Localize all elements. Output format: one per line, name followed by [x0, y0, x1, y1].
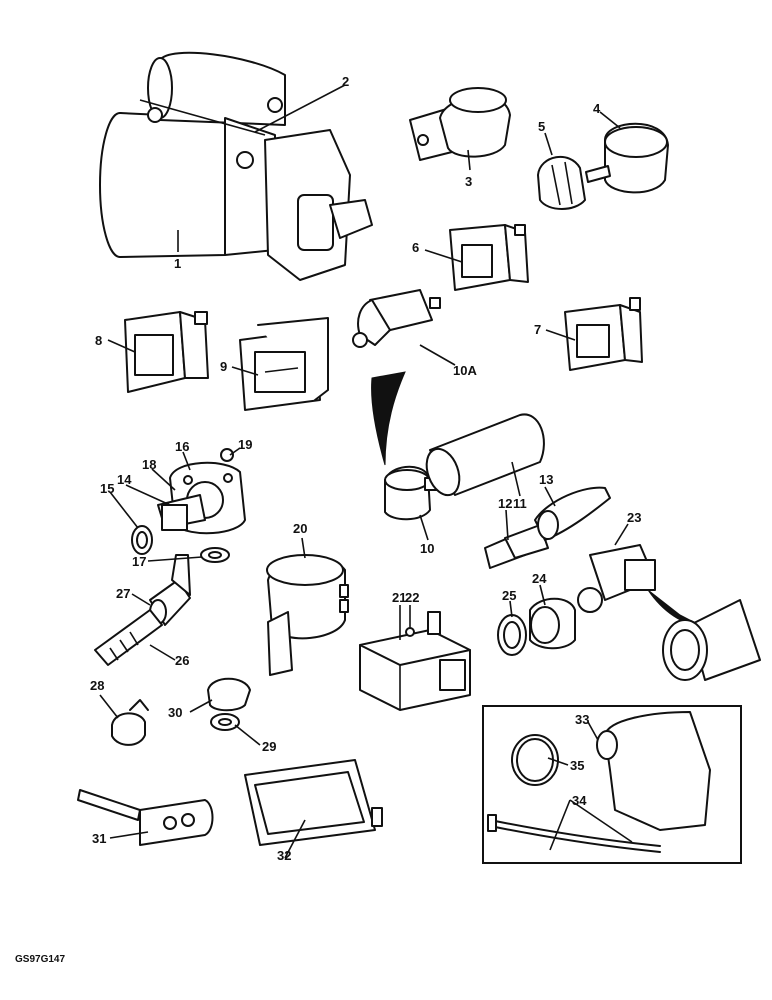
washer-15	[131, 525, 153, 555]
callout-31: 31	[92, 831, 106, 846]
callout-15: 15	[100, 481, 114, 496]
callout-23: 23	[627, 510, 641, 525]
callout-21: 21	[392, 590, 406, 605]
lens-25	[497, 614, 527, 656]
callout-11: 11	[513, 496, 527, 511]
callout-32: 32	[277, 848, 291, 863]
callout-24: 24	[532, 571, 547, 586]
callout-30: 30	[168, 705, 182, 720]
bulb-holder-12	[484, 524, 549, 569]
callout-1: 1	[174, 256, 181, 271]
callout-5: 5	[538, 119, 545, 134]
drawing-reference: GS97G147	[15, 954, 65, 965]
callout-9: 9	[220, 359, 227, 374]
starter-motor	[99, 51, 373, 281]
callout-6: 6	[412, 240, 419, 255]
callout-3: 3	[465, 174, 472, 189]
callout-20: 20	[293, 521, 307, 536]
callout-33: 33	[575, 712, 589, 727]
callout-18: 18	[142, 457, 156, 472]
callout-10a: 10A	[453, 363, 477, 378]
panel-31	[77, 789, 214, 846]
cap-30	[207, 677, 251, 712]
flange-assembly	[157, 448, 246, 535]
ignition-switch-20	[266, 554, 349, 676]
leader-lines	[99, 84, 633, 859]
grommet-29	[210, 713, 240, 731]
rocker-switch-8	[124, 311, 209, 393]
switch-assembly-23	[577, 544, 656, 613]
hose-fitting-26	[94, 609, 163, 666]
rocker-switch-6	[449, 224, 529, 291]
rotary-switch	[585, 122, 669, 194]
relay-box-21	[359, 629, 471, 711]
callout-12: 12	[498, 496, 512, 511]
callout-17: 17	[132, 554, 146, 569]
sensor-28	[111, 699, 149, 746]
sleeve-11	[425, 413, 545, 497]
rocker-switch-7	[564, 297, 643, 371]
callout-10: 10	[420, 541, 434, 556]
callout-19: 19	[238, 437, 252, 452]
knob	[537, 155, 586, 210]
callout-35: 35	[570, 758, 584, 773]
rocker-switch-9	[239, 317, 329, 411]
lamp-housing-24	[529, 597, 576, 650]
callout-28: 28	[90, 678, 104, 693]
callout-22: 22	[405, 590, 419, 605]
callout-25: 25	[502, 588, 516, 603]
callout-8: 8	[95, 333, 102, 348]
callout-26: 26	[175, 653, 189, 668]
callout-4: 4	[593, 101, 601, 116]
callout-27: 27	[116, 586, 130, 601]
boot-13	[534, 486, 611, 541]
callout-2: 2	[342, 74, 349, 89]
callout-7: 7	[534, 322, 541, 337]
tab-22	[405, 611, 441, 637]
pressure-switch-10a	[352, 289, 441, 348]
callout-16: 16	[175, 439, 189, 454]
callout-labels: 1 2 3 4 5 6 7 8 9 10A 10 11 12 13 14 15 …	[90, 74, 641, 863]
arrow-wedge-left	[371, 371, 406, 466]
callout-14: 14	[117, 472, 132, 487]
callout-34: 34	[572, 793, 587, 808]
clamp-35	[511, 734, 559, 786]
elbow-fitting-27	[149, 554, 191, 626]
inset-box	[482, 705, 742, 864]
key-switch	[409, 87, 511, 161]
lamp-lens-32	[244, 759, 383, 846]
callout-29: 29	[262, 739, 276, 754]
cable-tie-34	[487, 814, 661, 853]
callout-13: 13	[539, 472, 553, 487]
boot-33	[596, 711, 711, 831]
lamp-assembly-partial	[662, 599, 761, 681]
grommet-17	[200, 547, 230, 563]
